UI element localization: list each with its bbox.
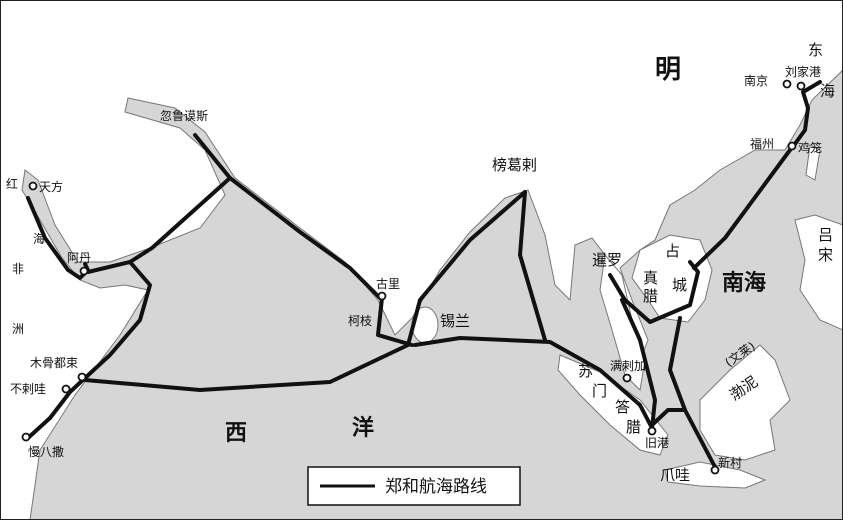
label-aden: 阿丹 [67, 251, 91, 265]
port-marker-brava [61, 384, 71, 394]
label-zhenla-2: 腊 [643, 287, 658, 305]
label-luzon-1: 吕 [818, 226, 833, 244]
malay-peninsula [599, 253, 646, 392]
java-island [664, 461, 767, 489]
label-africa-1: 非 [12, 262, 24, 276]
port-marker-nanjing [782, 79, 792, 89]
label-western-ocean-2: 洋 [352, 415, 374, 441]
label-sumatra-1: 苏 [578, 362, 593, 380]
port-marker-aden [79, 266, 89, 276]
route-palembang-link [650, 408, 687, 427]
taiwan-island [805, 144, 821, 181]
route-africa-india [83, 343, 410, 392]
legend-label: 郑和航海路线 [385, 477, 487, 497]
route-calicut-srilanka [376, 296, 414, 347]
port-marker-liujiagang [796, 81, 806, 91]
ports [21, 79, 806, 475]
route-srilanka-bengal [406, 190, 527, 347]
label-malacca: 满剌加 [610, 359, 646, 373]
route-srilanka-palembang [413, 336, 654, 430]
label-cochin: 柯枝 [348, 313, 372, 328]
label-xilan: 锡兰 [440, 312, 470, 330]
voyage-routes [26, 80, 822, 469]
route-siam-palembang [620, 298, 657, 430]
label-ming: 明 [655, 55, 681, 85]
route-champa-java [668, 316, 717, 469]
port-marker-xincun [710, 465, 720, 475]
route-champa-fuzhou [692, 148, 792, 270]
label-western-ocean-1: 西 [225, 421, 247, 446]
label-mogadishu: 木骨都束 [30, 356, 78, 370]
label-jilong: 鸡笼 [798, 140, 822, 155]
port-marker-mogadishu [77, 372, 87, 382]
label-calicut: 古里 [376, 276, 400, 291]
label-sumatra-4: 腊 [626, 418, 641, 436]
label-xincun: 新村 [718, 455, 742, 470]
label-red-sea-1: 红 [6, 176, 18, 191]
label-bengal: 榜葛剌 [492, 156, 537, 174]
route-africa-coast [26, 376, 87, 440]
port-labels: 南京 刘家港 福州 鸡笼 忽鲁谟斯 天方 阿丹 古里 柯枝 满剌加 旧港 新村 … [10, 64, 822, 470]
label-java: 爪哇 [660, 466, 690, 484]
label-siam: 暹罗 [592, 251, 622, 269]
label-palembang: 旧港 [645, 436, 669, 450]
label-zhancheng-1: 占 [665, 242, 680, 260]
region-labels: 明 东 海 红 海 非 洲 西 洋 南海 吕 宋 (文莱) 渤泥 真 腊 占 城… [6, 41, 835, 484]
route-fuzhou-liujiagang [790, 80, 822, 150]
label-africa-2: 洲 [12, 322, 24, 336]
label-brava: 不剌哇 [10, 382, 46, 396]
route-siam-champa [608, 260, 700, 324]
label-sumatra-2: 门 [592, 382, 607, 400]
route-aden-arabia [86, 133, 232, 274]
route-bengal-south [518, 190, 547, 342]
port-marker-malacca [622, 373, 632, 383]
port-marker-palembang [647, 426, 657, 436]
port-marker-mombasa [21, 432, 31, 442]
label-fuzhou: 福州 [750, 136, 774, 151]
route-hormuz-calicut [228, 176, 382, 300]
philippines-islands [794, 214, 843, 331]
port-marker-mecca [28, 181, 38, 191]
label-nanjing: 南京 [744, 73, 768, 88]
port-marker-calicut [377, 291, 387, 301]
label-sumatra-3: 答 [615, 398, 630, 416]
borneo-island [699, 344, 791, 461]
label-south-sea: 南海 [722, 270, 766, 296]
label-hormuz: 忽鲁谟斯 [160, 108, 208, 123]
label-liujiagang: 刘家港 [785, 64, 821, 79]
label-east-sea-1: 东 [808, 41, 823, 59]
label-mecca: 天方 [39, 179, 63, 194]
port-marker-fuzhou [787, 141, 797, 151]
route-aden-africa [83, 260, 152, 380]
label-zhenla-1: 真 [643, 269, 658, 287]
label-red-sea-2: 海 [33, 231, 45, 246]
label-mombasa: 慢八撒 [28, 444, 64, 459]
label-luzon-2: 宋 [818, 246, 833, 264]
legend: 郑和航海路线 [307, 466, 521, 506]
label-zhancheng-2: 城 [672, 276, 687, 294]
label-east-sea-2: 海 [820, 82, 835, 100]
